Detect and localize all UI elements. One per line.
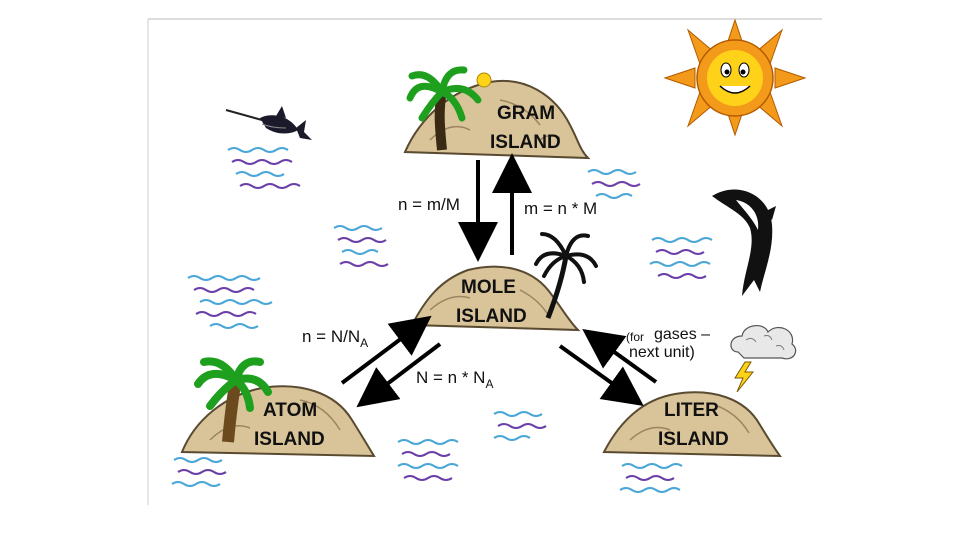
- wave-group-swordfish: [227, 147, 301, 189]
- gas-note-line1: gases –: [654, 326, 710, 343]
- arrow-mole-to-atom: [356, 342, 442, 408]
- liter-island-land: [602, 391, 783, 458]
- liter-island-title: LITER: [664, 400, 719, 421]
- smiling-sun-icon: [663, 18, 807, 137]
- storm-cloud-icon: [730, 325, 797, 393]
- mole-island: MOLE ISLAND: [410, 232, 598, 332]
- mole-island-title: MOLE: [461, 277, 516, 298]
- wave-group-center-left: [333, 225, 389, 267]
- arrow-mole-to-liter: [558, 344, 644, 406]
- palm-tree-icon: [406, 66, 492, 151]
- gas-note-line2: next unit): [629, 344, 695, 361]
- formula-atom-to-mole: n = N/NA: [302, 327, 368, 350]
- atom-island: ATOM ISLAND: [180, 357, 376, 458]
- palm-tree-icon: [194, 357, 272, 443]
- atom-island-title: ATOM: [263, 400, 317, 421]
- formula-mole-to-atom-subscript: A: [485, 377, 493, 391]
- wave-group-bottom-left: [171, 457, 227, 487]
- formula-gram-to-mole: n = m/M: [398, 195, 460, 214]
- formula-mole-to-gram: m = n * M: [524, 199, 597, 218]
- gram-island-title: GRAM: [497, 103, 555, 124]
- mole-island-land: [410, 265, 581, 332]
- wave-group-upper-right: [587, 169, 641, 199]
- wave-group-bottom-right: [619, 463, 683, 493]
- mole-island-subtitle: ISLAND: [456, 306, 527, 327]
- wave-group-bottom-center: [397, 411, 547, 481]
- atom-island-subtitle: ISLAND: [254, 429, 325, 450]
- arrow-liter-to-mole: [582, 328, 658, 384]
- swordfish-icon: [225, 106, 312, 140]
- formula-atom-to-mole-text: n = N/N: [302, 327, 360, 346]
- formula-atom-to-mole-subscript: A: [360, 336, 368, 350]
- arrow-atom-to-mole: [340, 315, 432, 385]
- gram-island: GRAM ISLAND: [403, 66, 591, 160]
- formula-mole-to-atom-text: N = n * N: [416, 368, 485, 387]
- formula-mole-to-atom: N = n * NA: [416, 368, 493, 391]
- liter-island-subtitle: ISLAND: [658, 429, 729, 450]
- wave-group-whale: [649, 237, 713, 279]
- orca-whale-icon: [712, 189, 776, 296]
- gram-island-subtitle: ISLAND: [490, 132, 561, 153]
- liter-island: LITER ISLAND: [602, 391, 783, 458]
- black-palm-tree-icon: [534, 232, 598, 319]
- gas-note-prefix: (for: [626, 330, 644, 344]
- wave-group-left: [187, 275, 273, 329]
